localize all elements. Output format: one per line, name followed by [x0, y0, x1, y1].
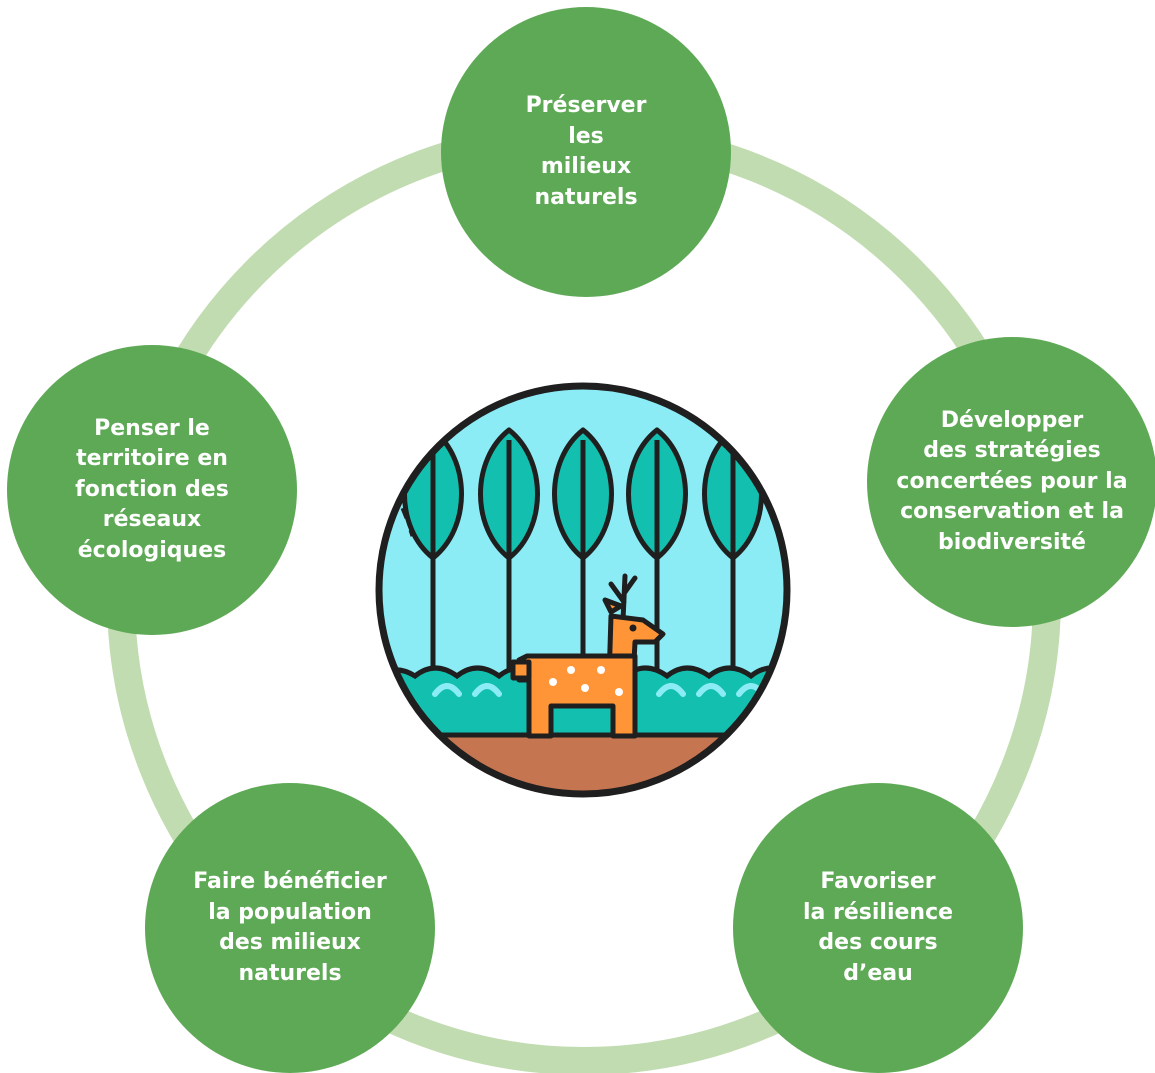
label-line: naturels — [534, 184, 638, 210]
label-line: réseaux — [102, 507, 202, 533]
disc-outline — [375, 382, 791, 798]
node-label: Faire bénéficier la population des milie… — [193, 867, 386, 989]
label-line: concertées pour la — [896, 468, 1128, 494]
node-label: Préserver les milieux naturels — [526, 91, 647, 213]
node-preserver-milieux: Préserver les milieux naturels — [441, 7, 731, 297]
node-faire-beneficier: Faire bénéficier la population des milie… — [145, 783, 435, 1073]
label-line: Penser le — [94, 415, 210, 441]
label-line: des cours — [818, 930, 938, 955]
deer — [510, 573, 666, 739]
node-label: Penser le territoire en fonction des rés… — [75, 414, 229, 567]
node-favoriser-resilience: Favoriser la résilience des cours d’eau — [733, 783, 1023, 1073]
label-line: Développer — [940, 407, 1084, 433]
label-line: naturels — [238, 960, 342, 986]
label-line: conservation et la — [900, 499, 1124, 525]
label-line: la population — [208, 899, 372, 925]
label-line: milieux — [540, 154, 632, 179]
ground — [379, 732, 787, 794]
label-line: écologiques — [77, 537, 227, 563]
label-line: la résilience — [802, 899, 954, 925]
node-label: Favoriser la résilience des cours d’eau — [803, 867, 953, 989]
label-line: Faire bénéficier — [193, 869, 387, 894]
label-line: d’eau — [843, 960, 913, 986]
label-line: des milieux — [219, 930, 361, 955]
label-line: biodiversité — [938, 529, 1086, 555]
label-line: Favoriser — [820, 869, 936, 894]
label-line: Préserver — [525, 93, 647, 118]
label-line: les — [568, 123, 604, 149]
node-penser-territoire: Penser le territoire en fonction des rés… — [7, 345, 297, 635]
label-line: fonction des — [75, 476, 229, 502]
label-line: des stratégies — [923, 438, 1101, 464]
trees — [379, 427, 764, 710]
node-label: Développer des stratégies concertées pou… — [896, 406, 1127, 559]
forest-deer-icon — [375, 382, 791, 798]
node-developper-strategies: Développer des stratégies concertées pou… — [867, 337, 1155, 627]
label-line: territoire en — [76, 446, 228, 472]
